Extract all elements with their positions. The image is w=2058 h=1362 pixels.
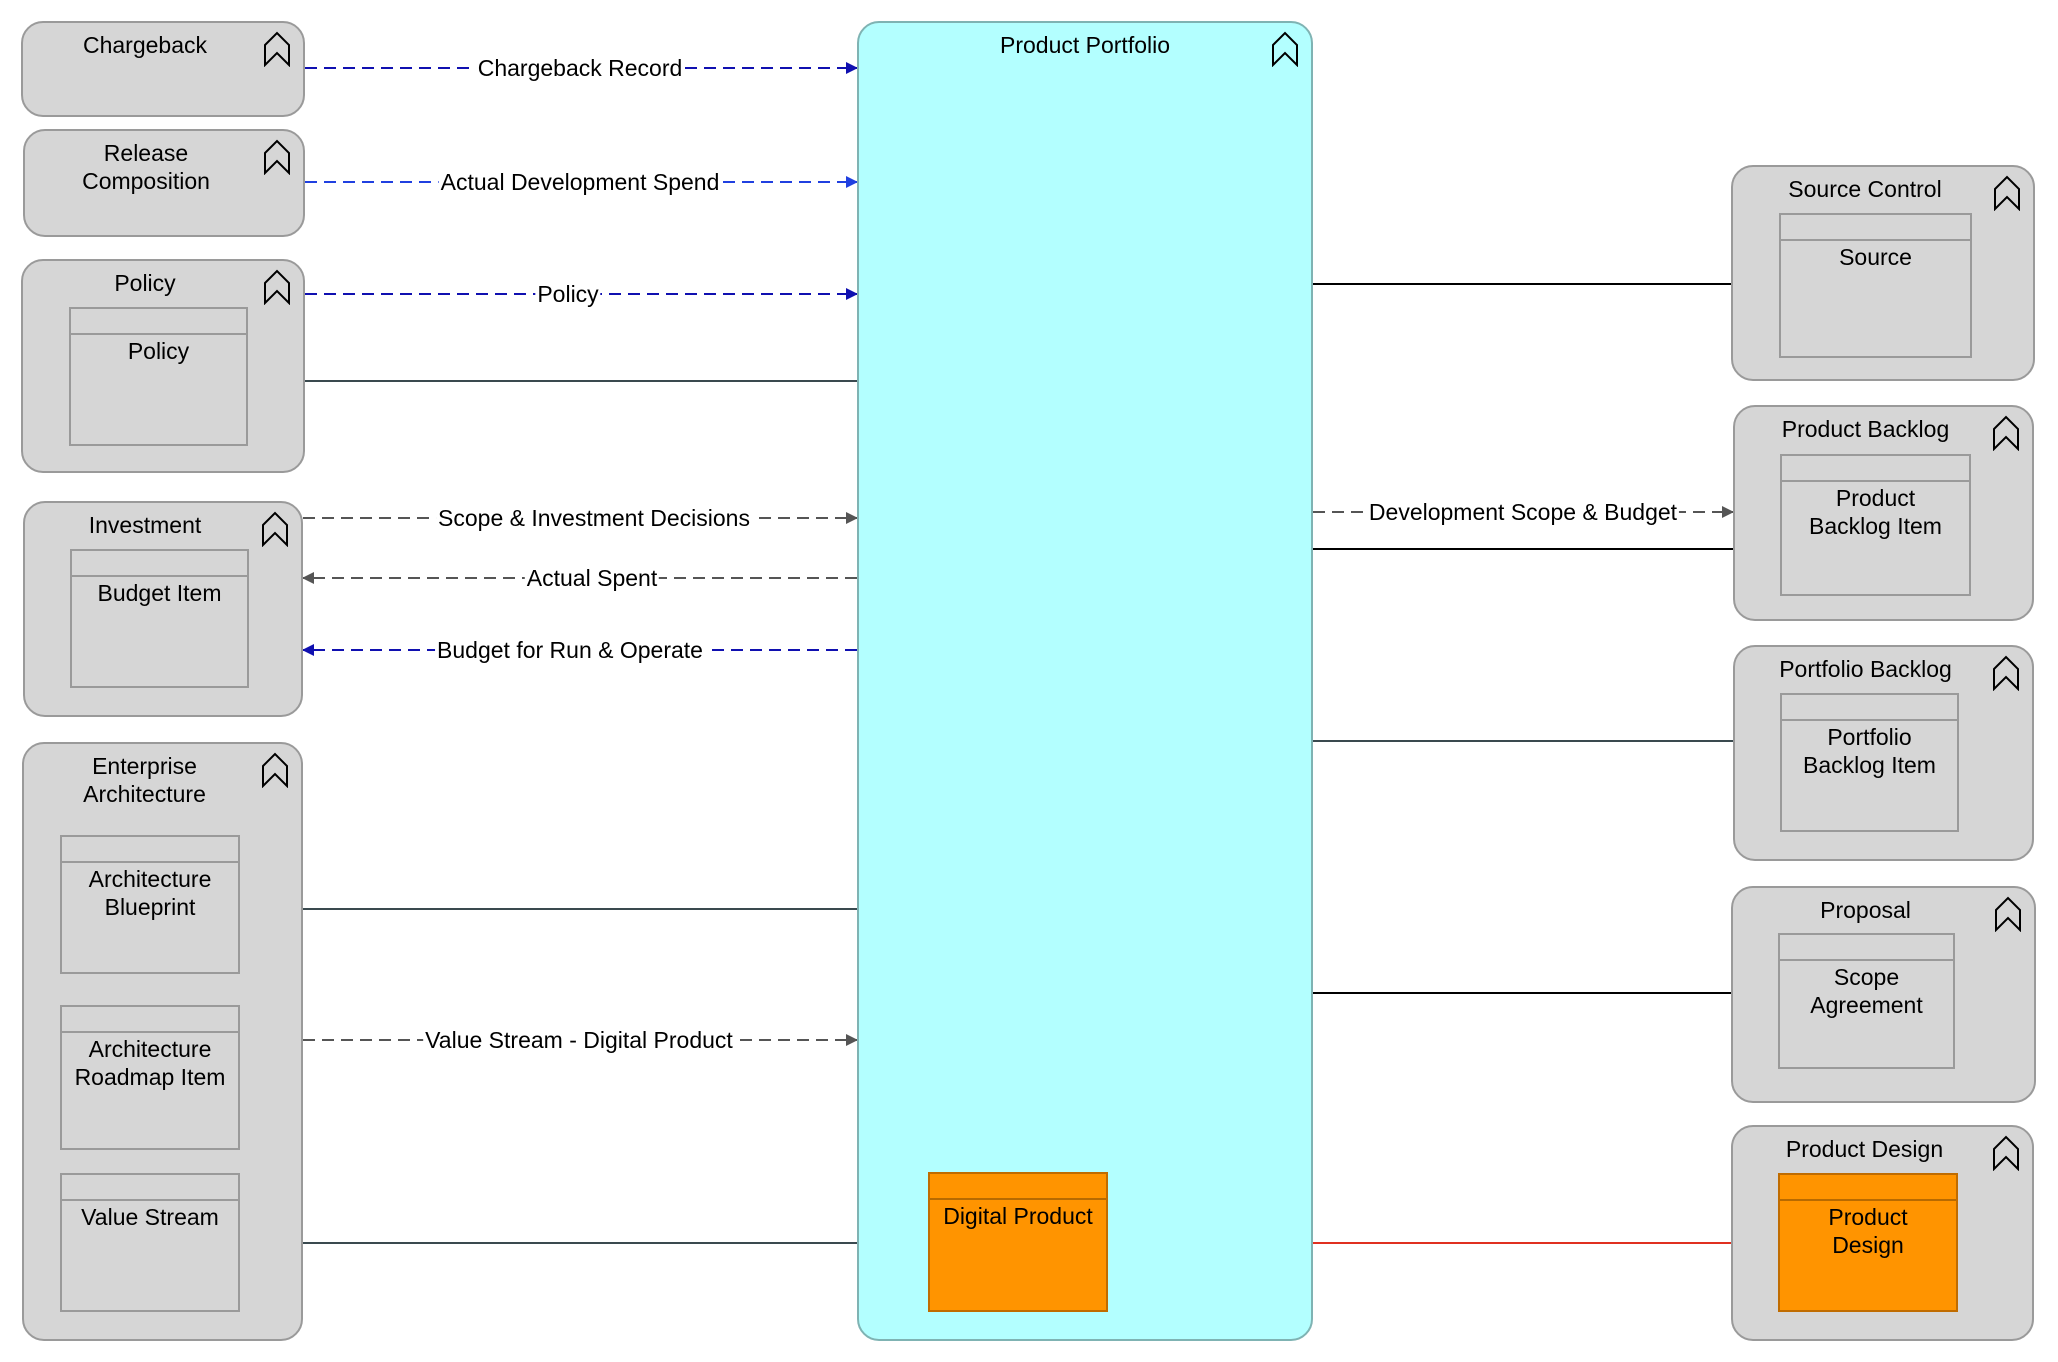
- item-label: Product Backlog Item: [1809, 485, 1942, 539]
- item-label: Architecture Roadmap Item: [74, 1036, 226, 1090]
- item-product-design[interactable]: Product Design: [1778, 1173, 1958, 1312]
- group-title: Investment: [88, 512, 202, 538]
- item-architecture-blueprint[interactable]: Architecture Blueprint: [60, 835, 240, 974]
- item-label: Portfolio Backlog Item: [1803, 724, 1936, 778]
- item-architecture-roadmap[interactable]: Architecture Roadmap Item: [60, 1005, 240, 1150]
- flow-label-chargeback-record: Chargeback Record: [475, 55, 685, 81]
- item-portfolio-backlog-item[interactable]: Portfolio Backlog Item: [1780, 693, 1959, 832]
- item-header: [1780, 935, 1953, 961]
- item-header: [72, 551, 247, 577]
- group-title: Chargeback: [82, 32, 208, 58]
- group-product-portfolio[interactable]: Product Portfolio: [857, 21, 1313, 1341]
- item-budget-item[interactable]: Budget Item: [70, 549, 249, 688]
- item-header: [930, 1174, 1106, 1200]
- item-product-backlog-item[interactable]: Product Backlog Item: [1780, 454, 1971, 596]
- group-title: Enterprise Architecture: [83, 753, 206, 807]
- collapse-chevron-icon[interactable]: [1992, 655, 2020, 691]
- group-title: Portfolio Backlog: [1779, 656, 1952, 682]
- collapse-chevron-icon[interactable]: [263, 269, 291, 305]
- item-scope-agreement[interactable]: Scope Agreement: [1778, 933, 1955, 1069]
- item-value-stream[interactable]: Value Stream: [60, 1173, 240, 1312]
- group-release-composition[interactable]: Release Composition: [23, 129, 305, 237]
- flow-label-scope-investment: Scope & Investment Decisions: [436, 505, 752, 531]
- group-title: Policy: [114, 270, 176, 296]
- flow-label-policy: Policy: [535, 281, 601, 307]
- item-header: [62, 837, 238, 863]
- group-chargeback[interactable]: Chargeback: [21, 21, 305, 117]
- item-header: [1781, 215, 1970, 241]
- collapse-chevron-icon[interactable]: [263, 139, 291, 175]
- item-header: [62, 1007, 238, 1033]
- collapse-chevron-icon[interactable]: [261, 511, 289, 547]
- item-header: [1780, 1175, 1956, 1201]
- collapse-chevron-icon[interactable]: [1271, 31, 1299, 67]
- group-title: Product Design: [1785, 1136, 1944, 1162]
- flow-label-actual-spent: Actual Spent: [524, 565, 660, 591]
- group-title: Release Composition: [82, 140, 210, 194]
- collapse-chevron-icon[interactable]: [261, 752, 289, 788]
- item-label: Scope Agreement: [1810, 964, 1923, 1018]
- item-digital-product[interactable]: Digital Product: [928, 1172, 1108, 1312]
- item-header: [62, 1175, 238, 1201]
- collapse-chevron-icon[interactable]: [1993, 175, 2021, 211]
- collapse-chevron-icon[interactable]: [263, 31, 291, 67]
- collapse-chevron-icon[interactable]: [1992, 1135, 2020, 1171]
- item-label: Policy: [127, 338, 190, 364]
- flow-label-value-stream-digital-product: Value Stream - Digital Product: [423, 1027, 735, 1053]
- item-header: [71, 309, 246, 335]
- flow-label-actual-development-spend: Actual Development Spend: [438, 169, 722, 195]
- collapse-chevron-icon[interactable]: [1992, 415, 2020, 451]
- item-policy[interactable]: Policy: [69, 307, 248, 446]
- item-label: Product Design: [1828, 1204, 1908, 1258]
- collapse-chevron-icon[interactable]: [1994, 896, 2022, 932]
- item-label: Source: [1839, 244, 1912, 270]
- flow-label-development-scope-budget: Development Scope & Budget: [1366, 499, 1680, 525]
- group-title: Product Backlog: [1781, 416, 1950, 442]
- item-header: [1782, 695, 1957, 721]
- item-label: Digital Product: [943, 1203, 1093, 1229]
- item-label: Value Stream: [81, 1204, 219, 1230]
- group-title: Source Control: [1788, 176, 1942, 202]
- group-title: Proposal: [1820, 897, 1911, 923]
- item-label: Budget Item: [97, 580, 222, 606]
- item-label: Architecture Blueprint: [88, 866, 212, 920]
- item-source[interactable]: Source: [1779, 213, 1972, 358]
- item-header: [1782, 456, 1969, 482]
- flow-label-budget-run-operate: Budget for Run & Operate: [435, 637, 705, 663]
- group-title: Product Portfolio: [999, 32, 1171, 58]
